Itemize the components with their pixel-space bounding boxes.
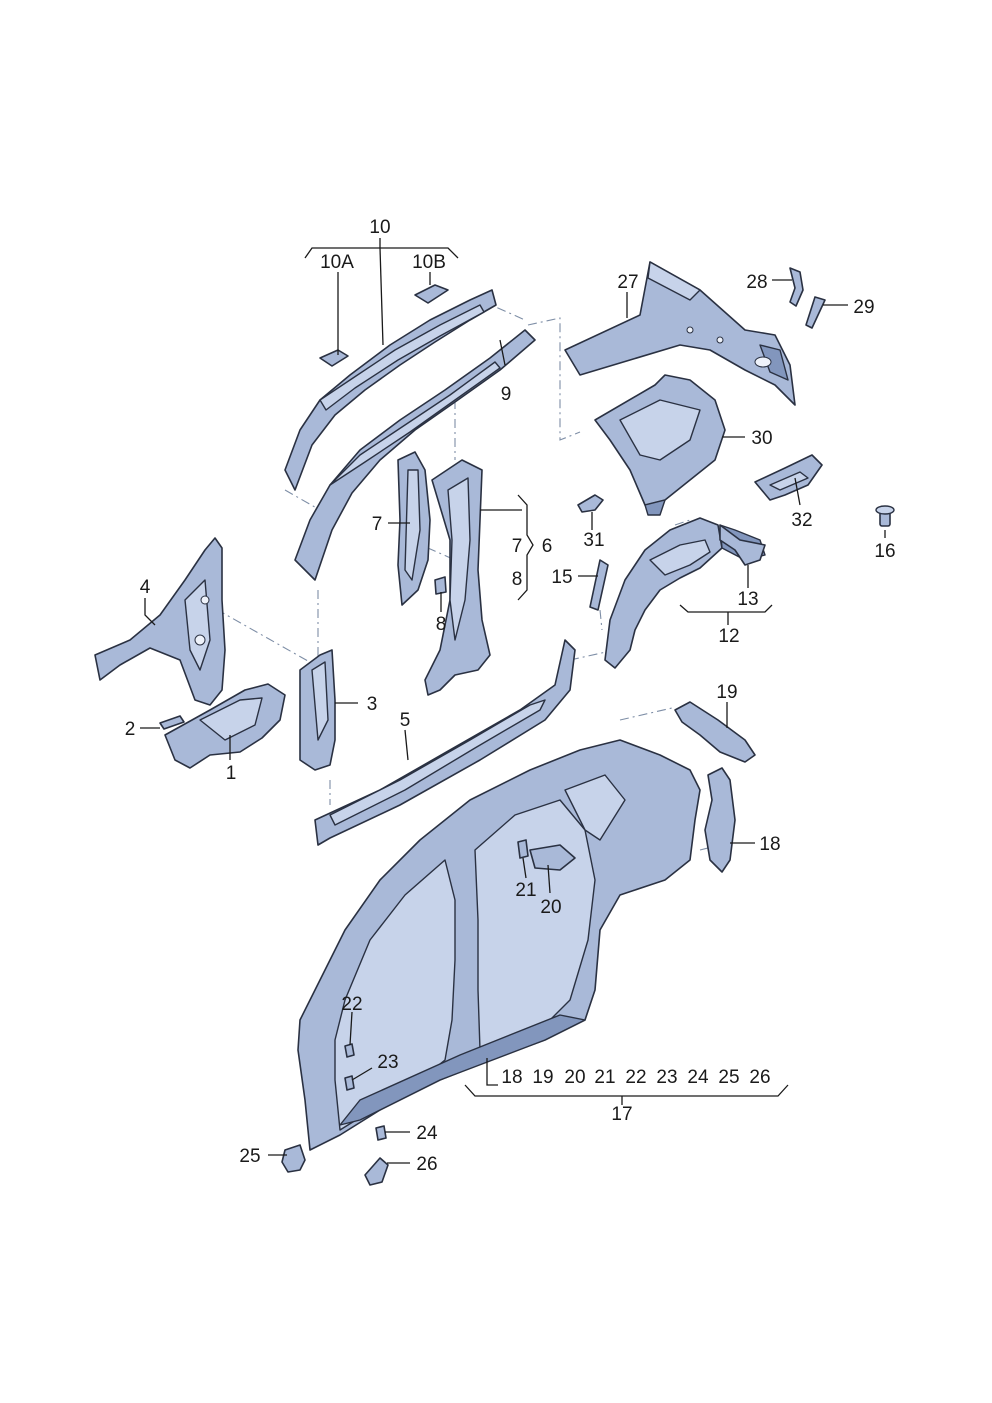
part-3-hinge-pillar xyxy=(299,649,336,771)
part-31-clip xyxy=(577,494,604,513)
part-9-roof-rail-inner xyxy=(294,329,536,581)
label-32: 32 xyxy=(791,510,812,531)
part-16-bolt xyxy=(875,505,895,527)
label-30: 30 xyxy=(751,428,772,449)
label-22: 22 xyxy=(341,994,362,1015)
label-21: 21 xyxy=(515,880,536,901)
group17-item-25: 25 xyxy=(718,1067,739,1088)
part-18-reinforcement xyxy=(704,767,736,873)
part-21-clip xyxy=(517,839,529,859)
label-8-right: 8 xyxy=(512,569,523,590)
part-8-clip xyxy=(434,576,447,595)
label-24: 24 xyxy=(416,1123,438,1144)
label-3: 3 xyxy=(367,694,378,715)
part-26-bracket xyxy=(364,1157,389,1186)
group17-item-19: 19 xyxy=(532,1067,553,1088)
part-20-plate xyxy=(529,844,576,871)
group17-item-23: 23 xyxy=(656,1067,677,1088)
label-19: 19 xyxy=(716,682,737,703)
group17-item-24: 24 xyxy=(687,1067,709,1088)
part-27-rear-quarter-upper xyxy=(564,261,796,406)
callout-labels: 10 10A 10B 9 27 28 29 30 32 16 31 15 7 7… xyxy=(125,217,896,1175)
part-19-bracket xyxy=(674,701,756,763)
label-7-left: 7 xyxy=(372,514,383,535)
leader-lines xyxy=(140,238,886,1164)
label-31: 31 xyxy=(583,530,604,551)
label-27: 27 xyxy=(617,272,638,293)
label-1: 1 xyxy=(226,763,237,784)
label-4: 4 xyxy=(140,577,151,598)
label-7-right: 7 xyxy=(512,536,523,557)
label-29: 29 xyxy=(853,297,874,318)
label-15: 15 xyxy=(551,567,572,588)
group17-item-21: 21 xyxy=(594,1067,615,1088)
group17-item-18: 18 xyxy=(501,1067,522,1088)
part-10-roof-rail-outer xyxy=(284,289,497,491)
part-29-seal xyxy=(805,296,826,329)
label-12: 12 xyxy=(718,626,739,647)
label-5: 5 xyxy=(400,710,411,731)
label-28: 28 xyxy=(746,272,767,293)
group17-item-20: 20 xyxy=(564,1067,585,1088)
part-30-inner-reinforcement xyxy=(594,374,726,516)
label-13: 13 xyxy=(737,589,758,610)
part-10b-clip xyxy=(414,284,449,304)
part-6-b-pillar-outer xyxy=(424,459,491,696)
part-5-sill-panel xyxy=(314,639,576,846)
part-2-clip xyxy=(159,715,185,730)
label-9: 9 xyxy=(501,384,512,405)
group17-item-26: 26 xyxy=(749,1067,770,1088)
part-23-clip xyxy=(344,1075,355,1091)
part-25-grommet xyxy=(281,1144,306,1173)
label-10: 10 xyxy=(369,217,390,238)
part-10a-clip xyxy=(319,349,349,367)
part-24-clip xyxy=(375,1125,387,1141)
label-10a: 10A xyxy=(320,252,354,273)
label-26: 26 xyxy=(416,1154,437,1175)
part-15-trim-strip xyxy=(589,559,609,611)
part-28-clip xyxy=(789,267,804,307)
label-18: 18 xyxy=(759,834,780,855)
label-2: 2 xyxy=(125,719,136,740)
part-13-bracket xyxy=(719,524,766,566)
part-22-clip xyxy=(344,1043,355,1058)
part-7-b-pillar-reinforcement xyxy=(397,451,431,606)
label-17: 17 xyxy=(611,1104,632,1125)
part-4-a-pillar-lower xyxy=(94,537,226,706)
label-16: 16 xyxy=(874,541,895,562)
label-25: 25 xyxy=(239,1146,260,1167)
label-6: 6 xyxy=(542,536,553,557)
label-10b: 10B xyxy=(412,252,446,273)
part-32-reinforcement-plate xyxy=(754,454,823,501)
label-8-left: 8 xyxy=(436,614,447,635)
part-1-lower-reinforcement xyxy=(164,683,286,769)
label-23: 23 xyxy=(377,1052,398,1073)
label-20: 20 xyxy=(540,897,561,918)
group17-item-22: 22 xyxy=(625,1067,646,1088)
